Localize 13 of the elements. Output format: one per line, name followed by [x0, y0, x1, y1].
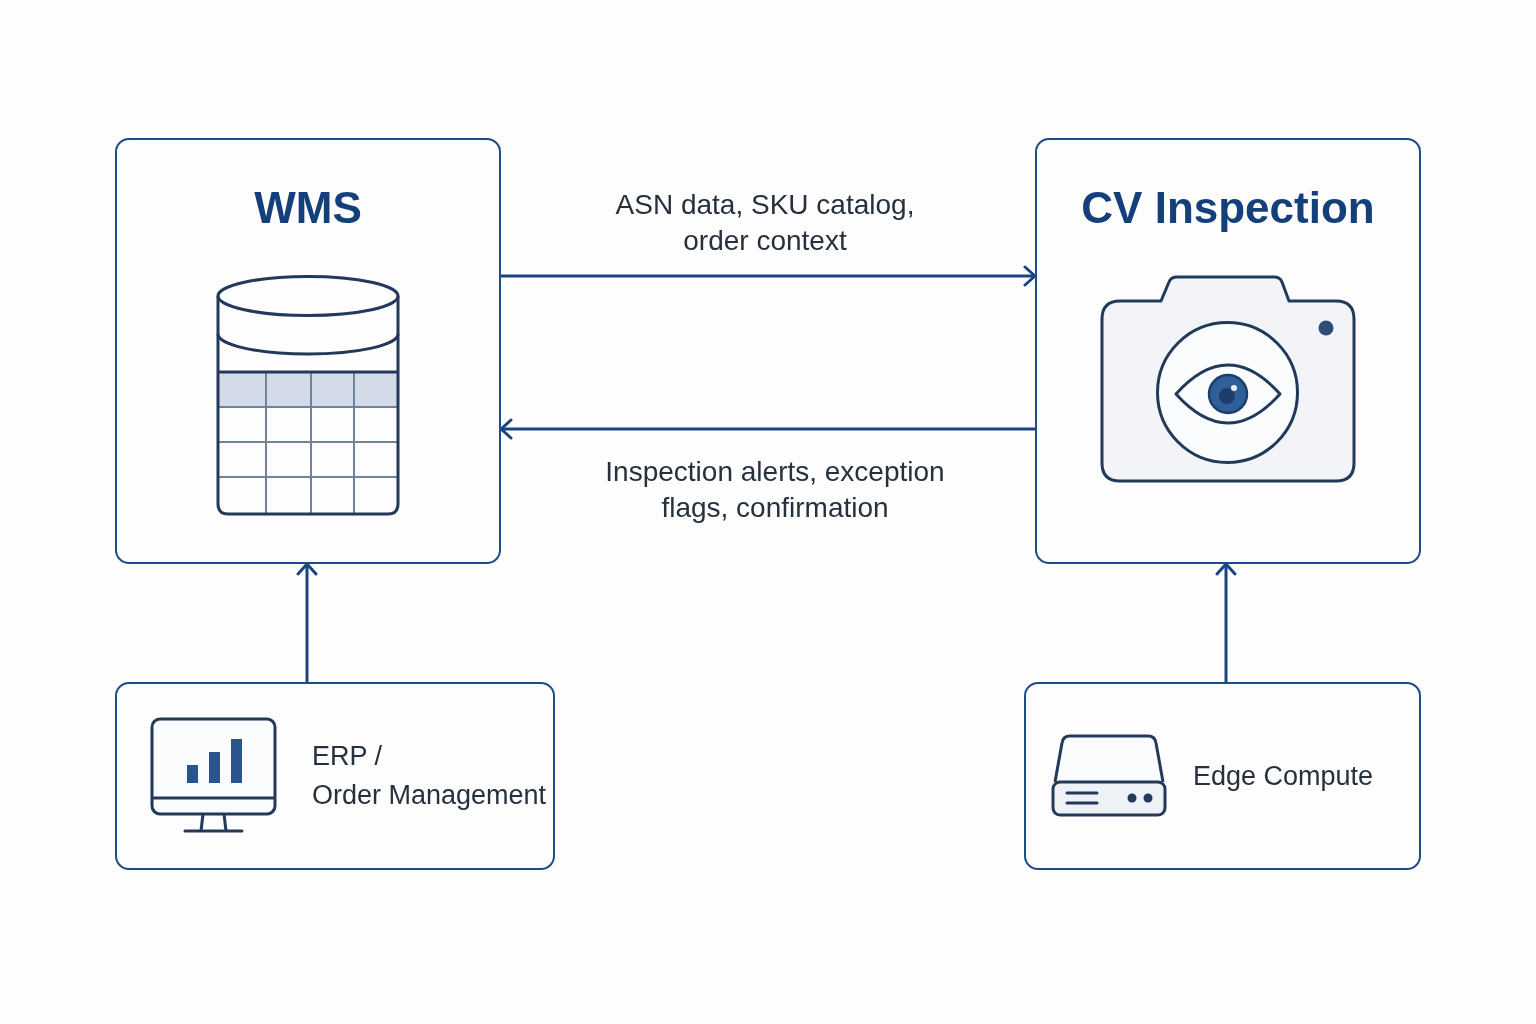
system-card	[115, 138, 501, 564]
node-label: ERP /	[312, 740, 384, 773]
node-label: Order Management	[312, 779, 547, 812]
system-card	[1035, 138, 1421, 564]
arrow	[1215, 562, 1237, 682]
node-title: CV Inspection	[1081, 182, 1375, 234]
node-label: Edge Compute	[1193, 759, 1374, 793]
system-card	[1024, 682, 1421, 870]
arrow	[501, 265, 1037, 287]
node-title: WMS	[254, 182, 362, 234]
system-card	[115, 682, 555, 870]
arrow	[499, 418, 1035, 440]
arrow	[296, 562, 318, 682]
